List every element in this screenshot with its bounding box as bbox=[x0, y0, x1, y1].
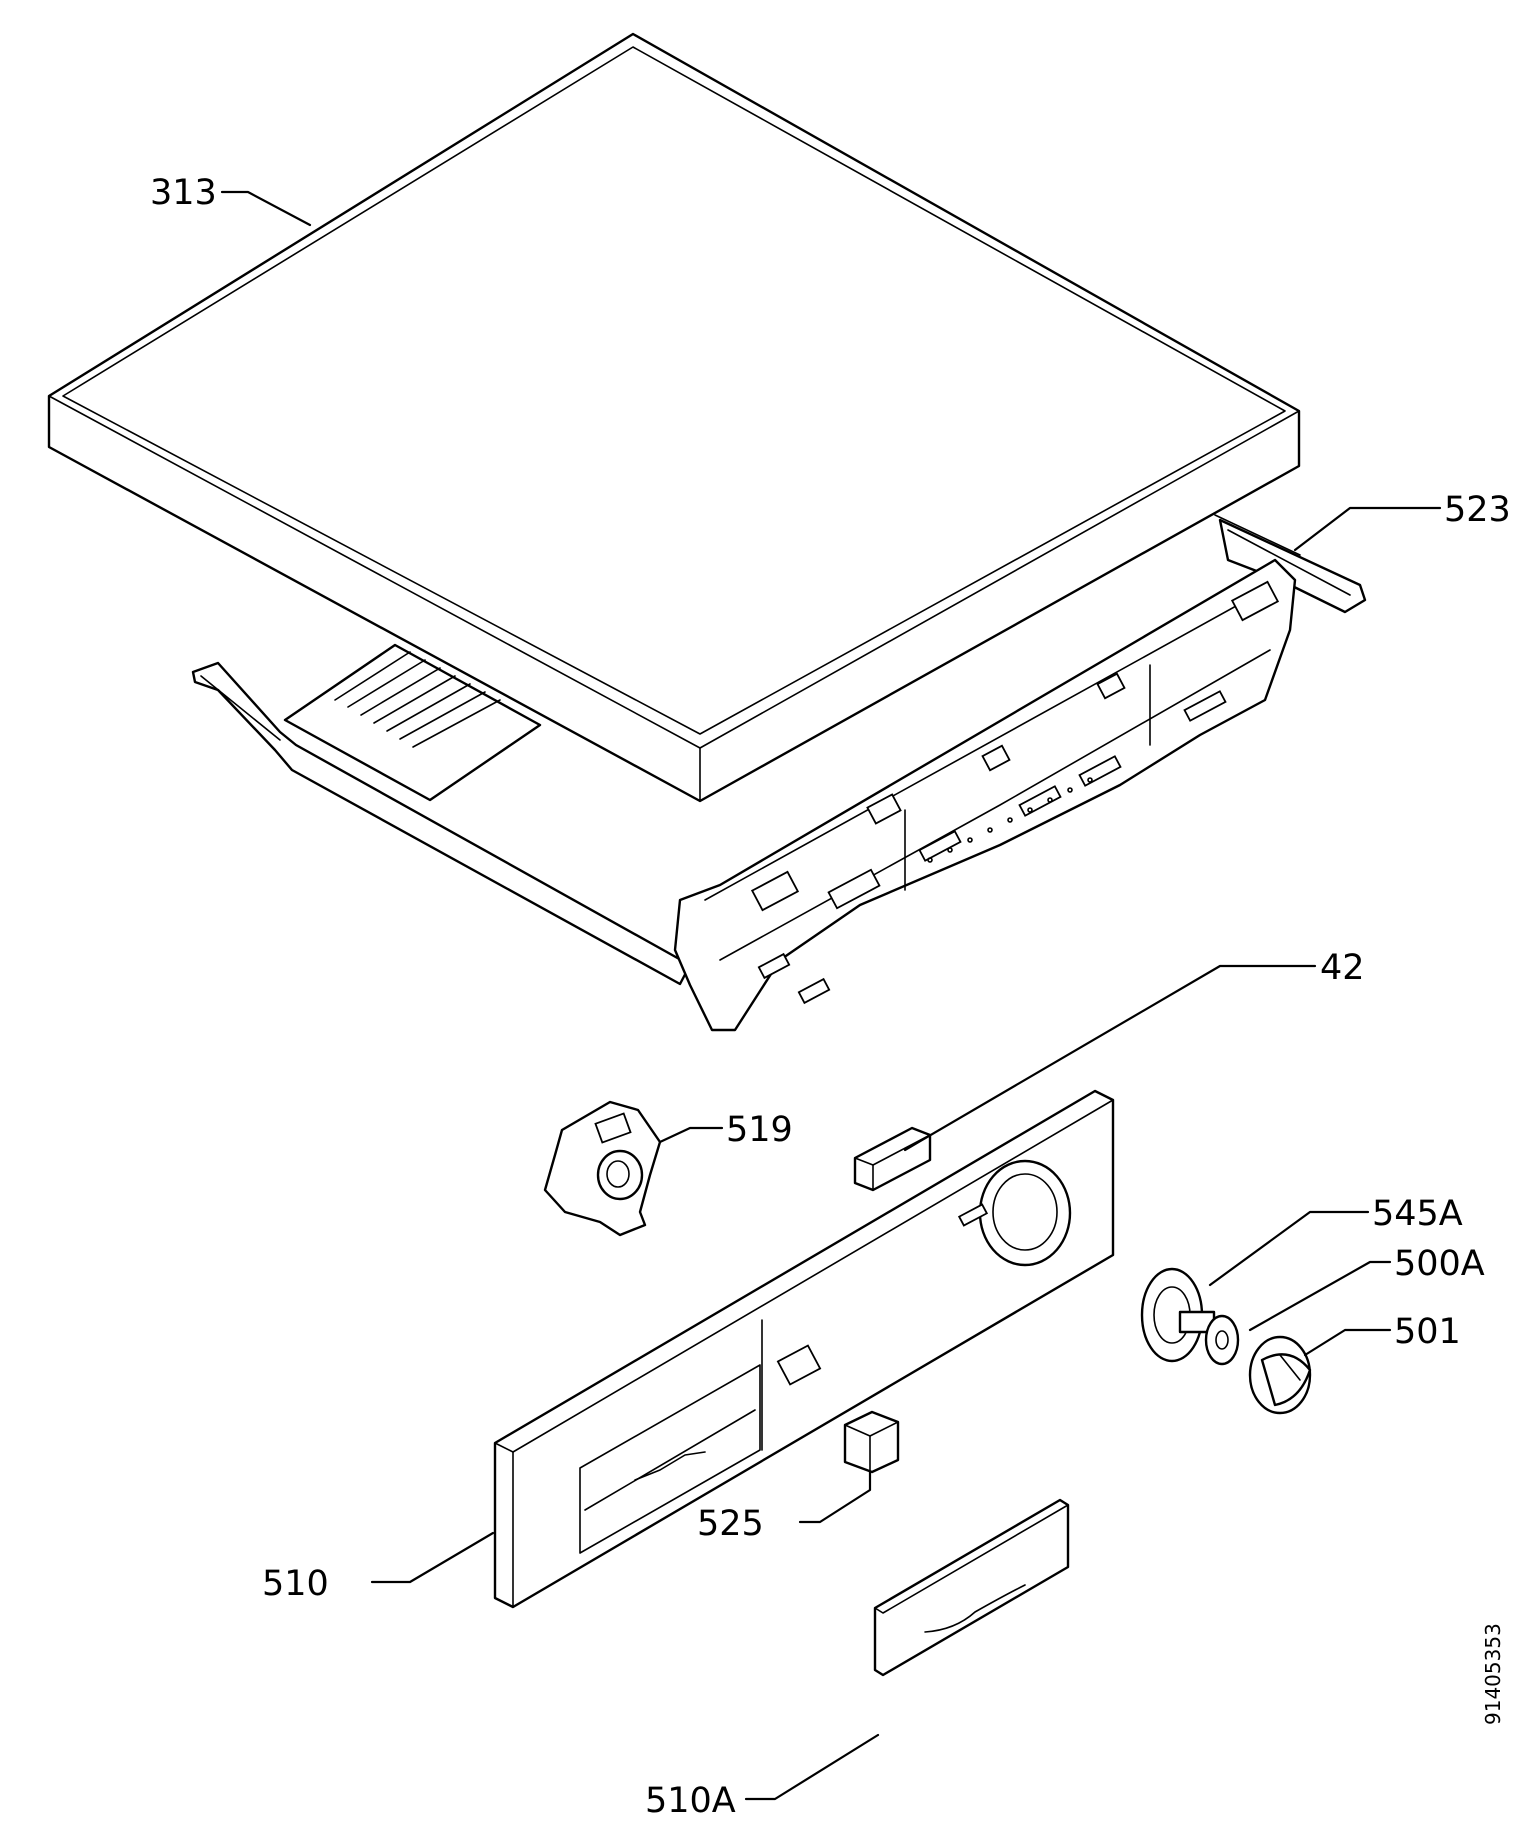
knob-ring-part bbox=[1204, 1314, 1240, 1366]
part-number-labels: 313 523 42 519 545A 500A 501 525 510 510… bbox=[150, 173, 1511, 1821]
knob-bearing-part bbox=[1140, 1267, 1216, 1363]
document-number: 91405353 bbox=[1481, 1623, 1505, 1725]
control-panel-front-part bbox=[493, 1089, 1115, 1609]
door-switch-part bbox=[843, 1410, 900, 1474]
control-panel-frame-part bbox=[191, 514, 1367, 1032]
leader-lines bbox=[220, 190, 1442, 1801]
label-500A: 500A bbox=[1394, 1244, 1485, 1284]
label-42: 42 bbox=[1320, 948, 1365, 988]
label-501: 501 bbox=[1394, 1312, 1461, 1352]
switch-42-part bbox=[853, 1126, 932, 1192]
selector-bracket-part bbox=[543, 1100, 662, 1237]
knob-part bbox=[1248, 1335, 1312, 1415]
label-519: 519 bbox=[726, 1110, 793, 1150]
label-510A: 510A bbox=[645, 1781, 736, 1821]
label-525: 525 bbox=[697, 1504, 764, 1544]
label-545A: 545A bbox=[1372, 1194, 1463, 1234]
dispenser-drawer-front-part bbox=[873, 1498, 1070, 1677]
label-510: 510 bbox=[262, 1564, 329, 1604]
top-cover-part bbox=[47, 32, 1301, 803]
label-313: 313 bbox=[150, 173, 217, 213]
label-523: 523 bbox=[1444, 490, 1511, 530]
